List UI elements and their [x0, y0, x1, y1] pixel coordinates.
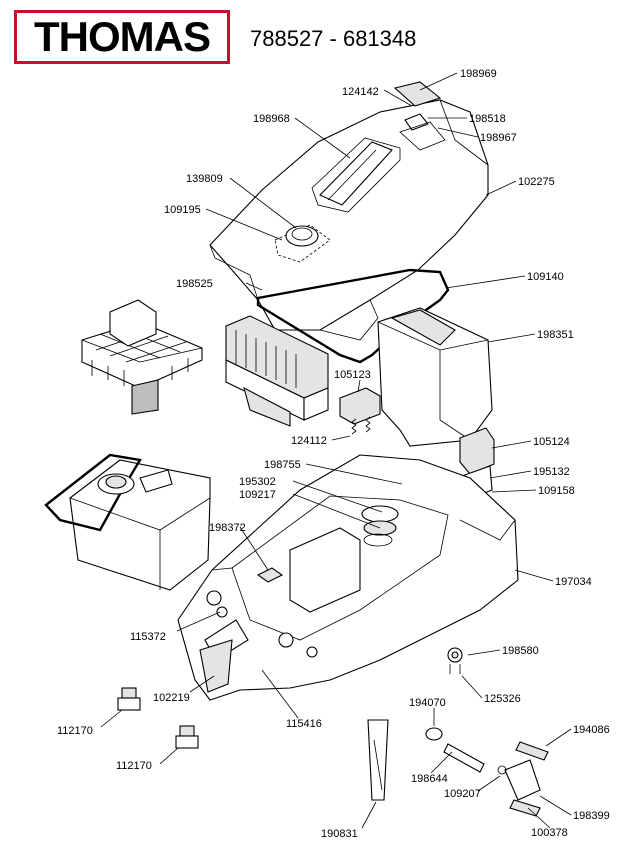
part-label-115416: 115416	[286, 718, 322, 730]
water-filter-insert-part	[81, 299, 203, 415]
switch-button-part	[339, 387, 381, 425]
part-label-195302: 195302	[239, 476, 276, 488]
indicator-light-part	[447, 647, 463, 674]
part-label-109195: 109195	[164, 204, 201, 216]
part-label-198968: 198968	[253, 113, 290, 125]
part-labels: 198969 124142 198518 198968 198967 13980…	[57, 68, 610, 840]
brand-logo-text: THOMAS	[34, 13, 211, 60]
part-label-105123: 105123	[334, 369, 371, 381]
part-label-109217: 109217	[239, 489, 276, 501]
part-label-194086: 194086	[573, 724, 610, 736]
part-label-198525: 198525	[176, 278, 213, 290]
part-label-112170: 112170	[57, 725, 93, 737]
part-label-109158: 109158	[538, 485, 575, 497]
part-label-198518: 198518	[469, 113, 506, 125]
foot-part	[117, 687, 199, 749]
cable-guide-part	[367, 719, 389, 801]
part-label-198967: 198967	[480, 132, 517, 144]
lid-cover-part	[209, 99, 489, 341]
part-label-102275: 102275	[518, 176, 555, 188]
part-label-198399: 198399	[573, 810, 610, 822]
filter-cap-part	[274, 224, 331, 263]
part-label-198755: 198755	[264, 459, 301, 471]
part-label-197034: 197034	[555, 576, 592, 588]
part-label-109140: 109140	[527, 271, 564, 283]
release-button-part	[393, 81, 446, 151]
spring-part	[351, 416, 371, 435]
part-label-125326: 125326	[484, 693, 521, 705]
part-label-124112: 124112	[291, 435, 327, 447]
pump-unit-part	[425, 727, 549, 817]
main-chassis-part	[177, 454, 519, 701]
part-label-190831: 190831	[321, 828, 358, 840]
model-numbers: 788527 - 681348	[250, 26, 417, 51]
part-label-105124: 105124	[533, 436, 570, 448]
part-label-198644: 198644	[411, 773, 448, 785]
rear-cover-part	[377, 307, 493, 447]
part-label-100378: 100378	[531, 827, 568, 839]
brand-logo: THOMAS	[14, 10, 230, 64]
part-label-198969: 198969	[460, 68, 497, 80]
part-label-115372: 115372	[130, 631, 166, 643]
part-label-195132: 195132	[533, 466, 570, 478]
leader-lines	[100, 72, 572, 829]
part-label-112170-second: 112170	[116, 760, 152, 772]
part-label-139809: 139809	[186, 173, 223, 185]
hepa-filter-part	[225, 315, 329, 427]
part-label-102219: 102219	[153, 692, 190, 704]
water-tank-part	[44, 453, 211, 591]
part-label-198372: 198372	[209, 522, 246, 534]
part-label-198580: 198580	[502, 645, 539, 657]
lid-handle-part	[311, 137, 401, 213]
part-label-124142: 124142	[342, 86, 379, 98]
part-label-194070: 194070	[409, 697, 446, 709]
part-label-109207: 109207	[444, 788, 481, 800]
part-label-198351: 198351	[537, 329, 574, 341]
